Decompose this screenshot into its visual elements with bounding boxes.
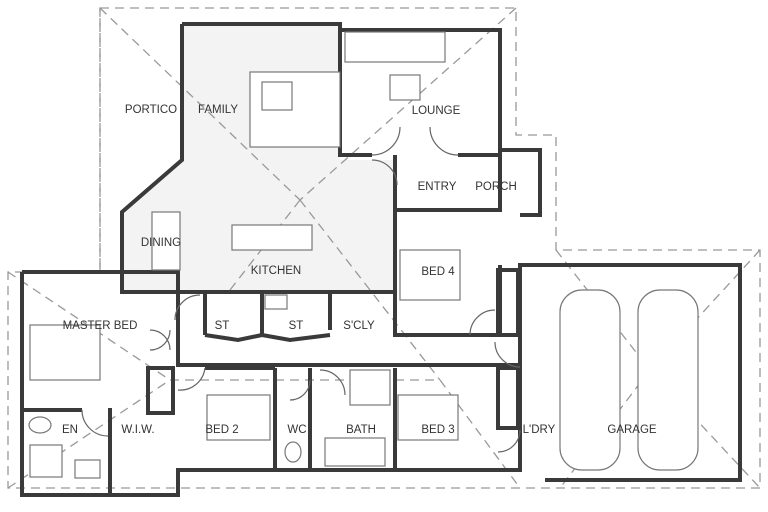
hob: [264, 294, 288, 310]
label-bath: BATH: [346, 424, 376, 436]
shower: [349, 369, 391, 406]
label-garage: GARAGE: [607, 424, 657, 436]
furniture: [28, 31, 699, 479]
lounge-ottoman: [389, 74, 421, 101]
label-porch: PORCH: [475, 181, 517, 193]
label-laundry: L'DRY: [523, 424, 556, 436]
label-walk-in-wardrobe: W.I.W.: [121, 424, 154, 436]
kitchen-island: [231, 224, 313, 251]
walls: [20, 22, 742, 497]
label-scullery: S'CLY: [343, 320, 375, 332]
room-labels: PORTICO FAMILY LOUNGE ENTRY PORCH DINING…: [62, 104, 657, 436]
lounge-sofa: [344, 31, 446, 63]
label-bed4: BED 4: [421, 266, 455, 278]
ensuite-toilet: [28, 416, 52, 434]
label-kitchen: KITCHEN: [251, 265, 301, 277]
label-wc: WC: [287, 424, 306, 436]
label-dining: DINING: [141, 237, 181, 249]
label-lounge: LOUNGE: [412, 105, 461, 117]
car-left: [559, 289, 621, 471]
label-family: FAMILY: [198, 104, 238, 116]
label-store-1: ST: [215, 320, 230, 332]
wc-toilet: [284, 441, 302, 463]
bed2-bed: [206, 394, 271, 441]
label-store-2: ST: [289, 320, 304, 332]
doors: [81, 126, 521, 453]
label-portico: PORTICO: [125, 104, 177, 116]
label-master-bed: MASTER BED: [63, 320, 138, 332]
bed3-bed: [397, 394, 459, 441]
family-coffee-table: [261, 81, 293, 111]
label-bed3: BED 3: [421, 424, 454, 436]
ensuite-vanity: [74, 459, 101, 479]
label-ensuite: EN: [62, 424, 78, 436]
label-bed2: BED 2: [205, 424, 238, 436]
bed4-bed: [399, 249, 461, 301]
dining-table: [151, 211, 181, 271]
car-right: [637, 289, 699, 471]
bathtub: [324, 437, 386, 467]
label-entry: ENTRY: [418, 181, 457, 193]
ensuite-shower: [29, 444, 63, 478]
master-bed: [29, 324, 101, 381]
